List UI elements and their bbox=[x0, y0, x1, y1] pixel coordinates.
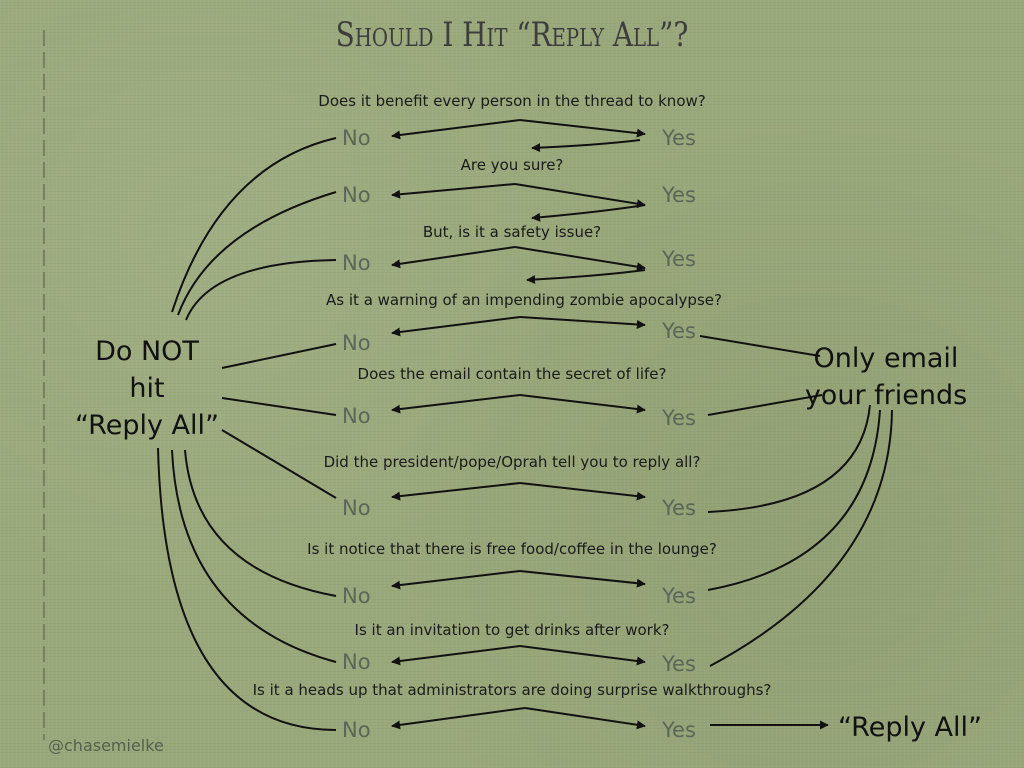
arrow-to-no-2 bbox=[391, 183, 516, 199]
answer-no-5: No bbox=[342, 404, 371, 428]
yes-4-to-friends bbox=[699, 335, 821, 357]
arrow-to-no-8 bbox=[391, 645, 521, 666]
question-7: Is it notice that there is free food/cof… bbox=[307, 540, 717, 558]
question-4: As it a warning of an impending zombie a… bbox=[326, 291, 722, 309]
question-9: Is it a heads up that administrators are… bbox=[252, 681, 772, 699]
yes-2-to-question-3 bbox=[531, 204, 646, 222]
answer-no-2: No bbox=[342, 183, 371, 207]
answer-yes-9: Yes bbox=[662, 718, 696, 742]
no-3-to-do-not bbox=[185, 259, 337, 321]
answer-no-7: No bbox=[342, 584, 371, 608]
no-6-to-do-not bbox=[221, 429, 337, 499]
no-4-to-do-not bbox=[221, 343, 337, 369]
answer-yes-3: Yes bbox=[662, 247, 696, 271]
answer-no-8: No bbox=[342, 650, 371, 674]
stitched-border bbox=[43, 30, 45, 740]
arrow-to-no-3 bbox=[391, 246, 516, 269]
arrow-to-yes-9 bbox=[524, 707, 646, 730]
arrow-to-no-7 bbox=[391, 570, 521, 590]
no-8-to-do-not bbox=[171, 449, 337, 663]
page-title: Should I Hit “Reply All”? bbox=[335, 15, 689, 55]
arrow-to-yes-5 bbox=[519, 394, 646, 414]
outcome-do-not-line-2: hit bbox=[129, 373, 165, 404]
answer-no-9: No bbox=[342, 718, 371, 742]
yes-3-to-question-4 bbox=[526, 269, 646, 285]
yes-1-to-question-2 bbox=[531, 139, 641, 153]
yes-6-to-friends bbox=[707, 404, 871, 513]
yes-5-to-friends bbox=[707, 394, 823, 416]
question-3: But, is it a safety issue? bbox=[422, 223, 602, 241]
no-1-to-do-not bbox=[171, 137, 337, 313]
outcome-do-not-line-3: “Reply All” bbox=[75, 410, 219, 441]
outcome-do-not-reply-all: Do NOT hit “Reply All” bbox=[62, 333, 232, 444]
question-8: Is it an invitation to get drinks after … bbox=[354, 621, 670, 639]
arrow-to-yes-2 bbox=[514, 183, 646, 209]
answer-yes-2: Yes bbox=[662, 183, 696, 207]
question-1: Does it benefit every person in the thre… bbox=[318, 92, 706, 110]
outcome-friends-line-1: Only email bbox=[813, 343, 959, 374]
arrow-to-no-5 bbox=[391, 394, 521, 414]
arrow-to-no-1 bbox=[391, 119, 521, 140]
no-2-to-do-not bbox=[177, 191, 337, 316]
no-7-to-do-not bbox=[184, 449, 337, 597]
answer-yes-6: Yes bbox=[662, 496, 696, 520]
question-5: Does the email contain the secret of lif… bbox=[357, 365, 667, 383]
yes-8-to-friends bbox=[709, 409, 893, 667]
arrow-to-yes-4 bbox=[519, 316, 646, 329]
outcome-do-not-line-1: Do NOT bbox=[95, 336, 199, 367]
answer-yes-5: Yes bbox=[662, 406, 696, 430]
answer-no-3: No bbox=[342, 251, 371, 275]
arrow-to-yes-6 bbox=[519, 482, 646, 501]
answer-yes-4: Yes bbox=[662, 319, 696, 343]
answer-yes-8: Yes bbox=[662, 652, 696, 676]
arrow-to-no-9 bbox=[391, 707, 526, 730]
question-2: Are you sure? bbox=[460, 156, 564, 174]
arrow-to-no-6 bbox=[391, 482, 521, 501]
answer-yes-7: Yes bbox=[662, 584, 696, 608]
arrow-to-yes-7 bbox=[519, 570, 646, 588]
yes-7-to-friends bbox=[707, 409, 881, 591]
answer-no-4: No bbox=[342, 331, 371, 355]
arrow-to-no-4 bbox=[391, 316, 521, 337]
arrow-to-yes-1 bbox=[519, 119, 646, 138]
no-5-to-do-not bbox=[221, 397, 337, 416]
author-credit: @chasemielke bbox=[48, 736, 164, 755]
answer-no-6: No bbox=[342, 496, 371, 520]
outcome-friends-line-2: your friends bbox=[804, 380, 968, 411]
arrow-to-yes-8 bbox=[519, 645, 646, 666]
no-9-to-do-not bbox=[157, 447, 337, 731]
answer-no-1: No bbox=[342, 126, 371, 150]
question-6: Did the president/pope/Oprah tell you to… bbox=[323, 453, 701, 471]
answer-yes-1: Yes bbox=[662, 126, 696, 150]
outcome-reply-all: “Reply All” bbox=[838, 712, 982, 743]
arrow-to-yes-3 bbox=[514, 246, 646, 272]
outcome-only-email-friends: Only email your friends bbox=[800, 340, 972, 414]
